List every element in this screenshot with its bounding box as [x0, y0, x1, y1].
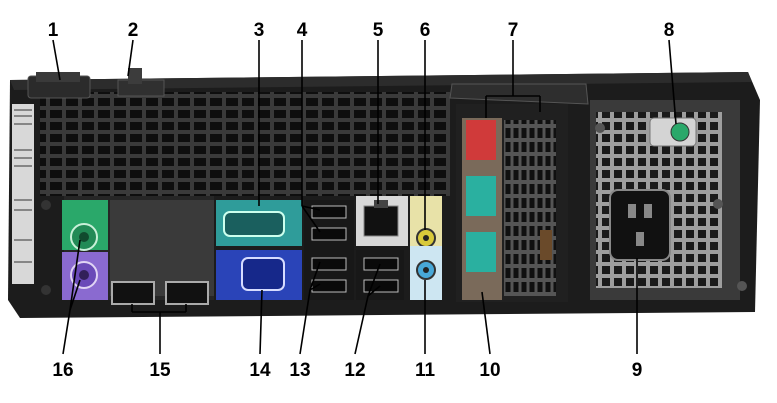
callout-16: 16 [52, 360, 73, 381]
callout-11: 11 [415, 360, 436, 381]
cover-release-latch [117, 68, 165, 97]
callout-13: 13 [289, 360, 310, 381]
callout-12: 12 [344, 360, 365, 381]
callout-2: 2 [128, 20, 139, 41]
power-connector[interactable] [609, 189, 671, 261]
vga-connector[interactable] [241, 257, 285, 291]
screw-hole [41, 200, 51, 210]
callout-8: 8 [664, 20, 675, 41]
slot-vent [504, 120, 556, 296]
internal-cable [540, 230, 552, 260]
usb-port[interactable] [311, 227, 347, 241]
callout-5: 5 [373, 20, 384, 41]
callout-1: 1 [48, 20, 59, 41]
psu-diagnostic-led[interactable] [670, 122, 690, 142]
barcode [14, 109, 32, 263]
usb-port[interactable] [363, 279, 399, 293]
leader-lines [52, 39, 677, 355]
callout-10: 10 [479, 360, 500, 381]
screw-hole [41, 285, 51, 295]
io-panel [62, 196, 442, 305]
usb-port[interactable] [363, 257, 399, 271]
serial-connector[interactable] [223, 211, 285, 237]
service-tag-label [12, 104, 34, 284]
displayport-1[interactable] [111, 281, 155, 305]
callout-numbers: 1 2 3 4 5 6 7 8 9 10 11 12 13 14 15 16 [48, 20, 675, 381]
callout-14: 14 [249, 360, 271, 381]
power-connector-teal[interactable] [466, 232, 496, 272]
expansion-slots [449, 83, 589, 302]
power-connector-teal[interactable] [466, 176, 496, 216]
callout-3: 3 [254, 20, 265, 41]
callout-6: 6 [420, 20, 431, 41]
callout-7: 7 [508, 20, 519, 41]
callout-4: 4 [297, 20, 308, 41]
power-connector-red[interactable] [466, 120, 496, 160]
callout-9: 9 [632, 360, 643, 381]
usb-port[interactable] [311, 205, 347, 219]
power-supply [590, 100, 747, 300]
callout-15: 15 [149, 360, 171, 381]
upper-vent-grille [40, 92, 450, 196]
usb-port[interactable] [311, 257, 347, 271]
network-connector[interactable] [363, 205, 399, 237]
displayport-2[interactable] [165, 281, 209, 305]
